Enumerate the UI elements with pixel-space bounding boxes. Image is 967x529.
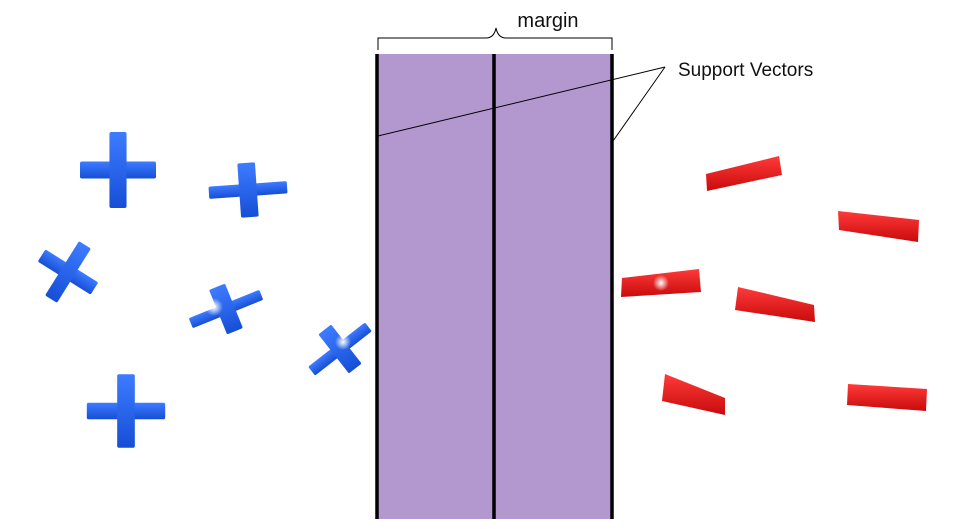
negative-class-group [621,156,927,415]
plus-icon [80,132,156,208]
highlight [205,298,223,316]
positive-class-group [24,132,384,448]
dash-icon [662,374,725,415]
highlight [335,334,351,350]
highlight [653,275,669,291]
plus-icon [206,160,290,220]
dash-icon [838,211,919,242]
margin-brace [377,27,613,50]
plus-icon [24,228,112,316]
support-vectors-label: Support Vectors [678,60,813,81]
plus-icon [181,272,271,346]
dash-icon [847,384,927,411]
dash-icon [706,156,782,191]
margin-label: margin [517,10,578,32]
dash-icon [735,287,815,322]
support-vector-pointer-left [377,66,666,137]
support-vector-pointer-right [612,66,666,142]
plus-icon [86,374,166,448]
